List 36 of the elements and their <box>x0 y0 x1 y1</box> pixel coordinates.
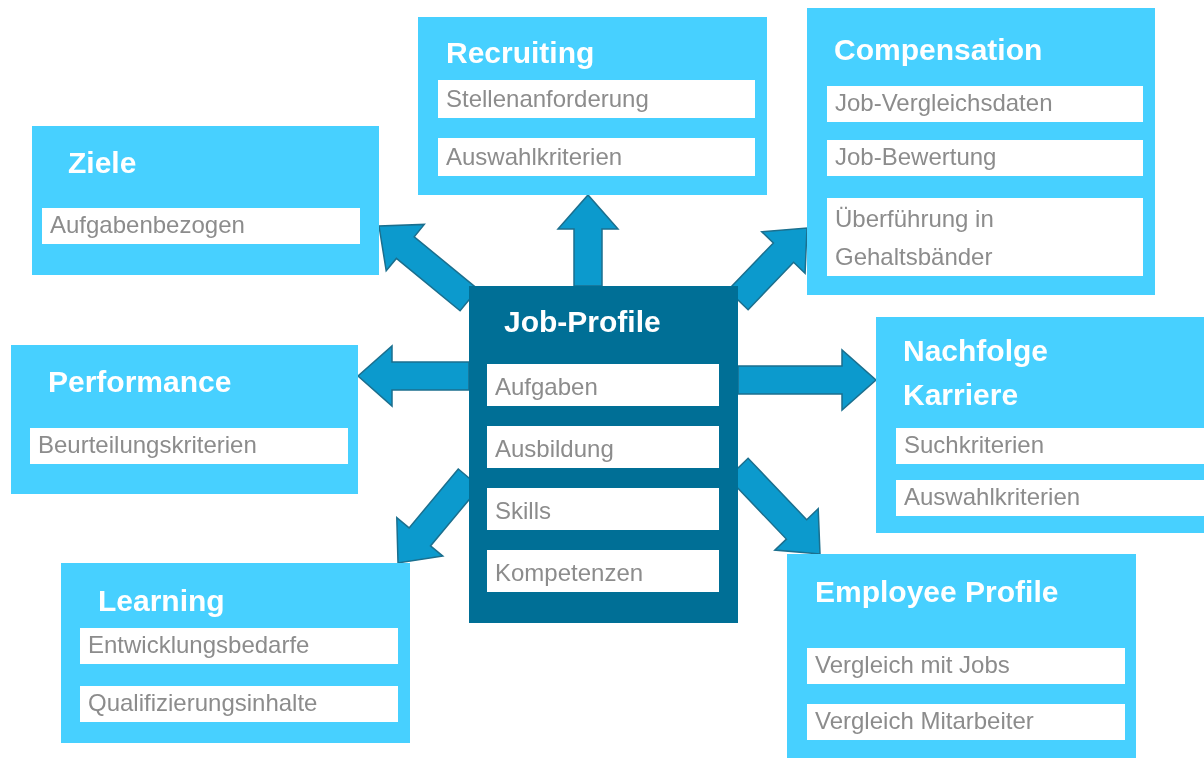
item-field: Job-Bewertung <box>827 140 1143 176</box>
item-field: Kompetenzen <box>487 550 719 592</box>
item-field: Entwicklungsbedarfe <box>80 628 398 664</box>
category-panel <box>469 286 738 623</box>
category-panel <box>418 17 767 195</box>
panel-heading: Employee Profile <box>815 574 1060 610</box>
block-arrow <box>737 348 878 412</box>
item-field: Skills <box>487 488 719 530</box>
item-field: Job-Vergleichsdaten <box>827 86 1143 122</box>
item-field: Stellenanforderung <box>438 80 755 118</box>
category-panel <box>807 8 1155 295</box>
category-panel <box>32 126 379 275</box>
item-field: Auswahlkriterien <box>438 138 755 176</box>
item-field: Qualifizierungsinhalte <box>80 686 398 722</box>
category-panel <box>11 345 358 494</box>
item-field: Aufgaben <box>487 364 719 406</box>
panel-heading: Recruiting <box>446 35 596 71</box>
panel-heading: Ziele <box>68 145 138 181</box>
panel-heading: Job-Profile <box>504 304 662 340</box>
item-field: Vergleich mit Jobs <box>807 648 1125 684</box>
item-field: Suchkriterien <box>896 428 1204 464</box>
item-field: Beurteilungskriterien <box>30 428 348 464</box>
panel-heading: Nachfolge Karriere <box>903 333 1050 413</box>
item-field: Überführung in Gehaltsbänder <box>827 198 1143 276</box>
item-field: Vergleich Mitarbeiter <box>807 704 1125 740</box>
block-arrow <box>356 344 470 408</box>
category-panel <box>787 554 1136 758</box>
item-field: Auswahlkriterien <box>896 480 1204 516</box>
panel-heading: Performance <box>48 364 233 400</box>
panel-heading: Learning <box>98 583 226 619</box>
item-field: Ausbildung <box>487 426 719 468</box>
block-arrow <box>556 193 620 287</box>
category-panel <box>876 317 1204 533</box>
category-panel <box>61 563 410 743</box>
panel-heading: Compensation <box>834 32 1044 68</box>
item-field: Aufgabenbezogen <box>42 208 360 244</box>
